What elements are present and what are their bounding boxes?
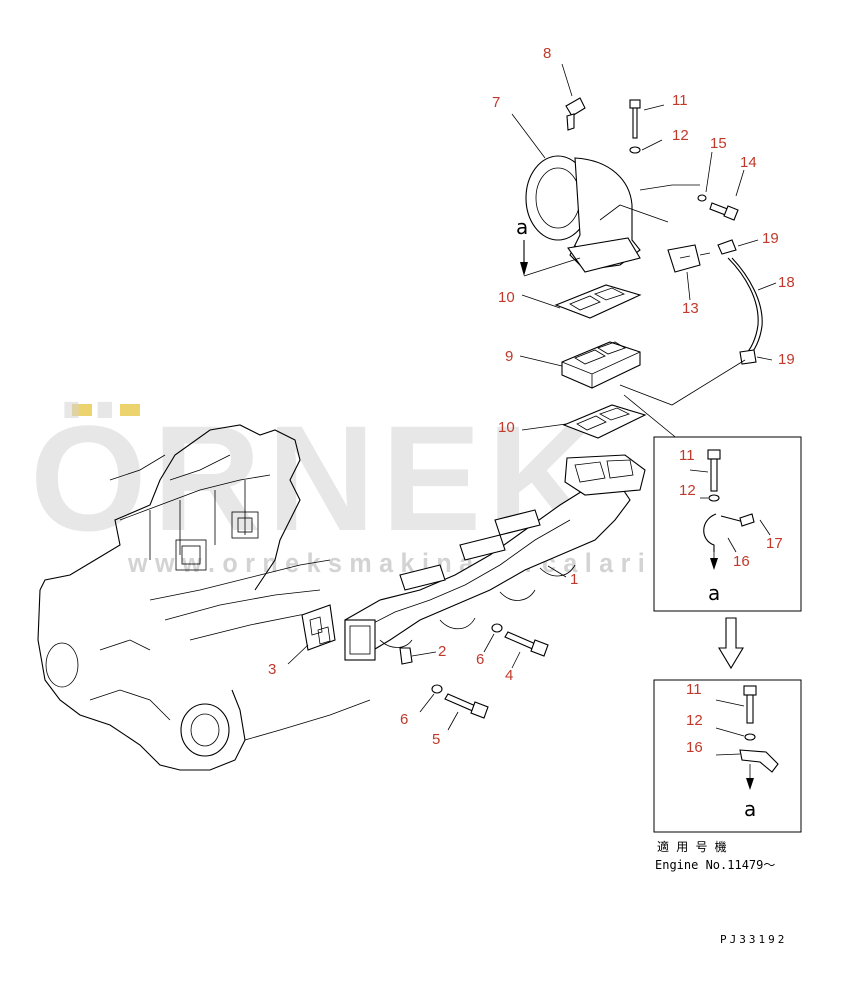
exhaust-gasket-3 — [301, 604, 336, 651]
washer-12-top — [629, 146, 641, 154]
callout-5: 5 — [432, 731, 440, 748]
bolt-14 — [709, 202, 739, 221]
inset-top-callout-11: 11 — [679, 447, 695, 464]
callout-2: 2 — [438, 643, 446, 660]
bolt-4 — [504, 631, 549, 657]
inset-bottom-callout-16: 16 — [686, 739, 703, 756]
callout-19-lower: 19 — [778, 351, 795, 368]
callout-19-upper: 19 — [762, 230, 779, 247]
washer-6-upper — [491, 623, 503, 633]
washer-15 — [697, 194, 707, 202]
inset-bottom-callout-12: 12 — [686, 712, 703, 729]
reference-arrow-a: a — [516, 215, 581, 277]
inset-top-callout-17: 17 — [766, 535, 783, 552]
inset-top-callout-16: 16 — [733, 553, 750, 570]
temperature-sensor-8 — [565, 97, 586, 131]
callout-8: 8 — [543, 45, 551, 62]
callout-13: 13 — [682, 300, 699, 317]
arrow-label-a: a — [516, 215, 528, 239]
exhaust-adapter-9 — [561, 341, 641, 389]
callout-7: 7 — [492, 94, 500, 111]
turbo-elbow-7 — [525, 155, 641, 273]
callout-10-upper: 10 — [498, 289, 515, 306]
inset-bottom-callout-11: 11 — [686, 681, 702, 698]
drawing-code: PJ33192 — [720, 933, 787, 946]
watermark-umlaut-dot-left — [72, 404, 92, 416]
fitting-19-upper — [717, 239, 737, 255]
washer-6-lower — [431, 684, 443, 694]
callout-6-lower: 6 — [400, 711, 408, 728]
hose-18 — [727, 257, 759, 356]
callout-15: 15 — [710, 135, 727, 152]
inset-top-frame — [653, 436, 802, 612]
applicability-jp: 適 用 号 機 — [657, 839, 727, 854]
transition-arrow — [718, 617, 744, 670]
gasket-10-upper — [554, 284, 642, 319]
callout-10-lower: 10 — [498, 419, 515, 436]
callout-1: 1 — [570, 571, 578, 588]
callout-9: 9 — [505, 348, 513, 365]
gasket-10-lower — [562, 404, 647, 439]
watermark-umlaut-dot-right — [120, 404, 140, 416]
bolt-5 — [444, 693, 489, 719]
stud-nut-2 — [399, 647, 413, 665]
inset-bottom-arrow-label: a — [744, 797, 756, 821]
callout-4: 4 — [505, 667, 513, 684]
inset-top-callout-12: 12 — [679, 482, 696, 499]
sender-unit-13 — [667, 244, 711, 273]
callout-12: 12 — [672, 127, 689, 144]
callout-6-upper: 6 — [476, 651, 484, 668]
bolt-11-top — [629, 99, 641, 139]
callout-3: 3 — [268, 661, 276, 678]
inset-detail-top: 11 12 16 17 a — [653, 436, 802, 612]
callout-18: 18 — [778, 274, 795, 291]
callout-14: 14 — [740, 154, 757, 171]
inset-bottom-frame — [653, 679, 802, 833]
inset-detail-bottom: 11 12 16 a — [653, 679, 802, 833]
inset-top-arrow-label: a — [708, 581, 720, 605]
engine-block — [37, 424, 371, 771]
callout-11: 11 — [672, 92, 688, 109]
applicability-engine-no: Engine No.11479～ — [655, 858, 775, 872]
exhaust-manifold — [344, 454, 646, 661]
callout-labels: 8 7 11 12 15 14 19 18 13 10 9 19 10 1 2 … — [268, 45, 795, 748]
